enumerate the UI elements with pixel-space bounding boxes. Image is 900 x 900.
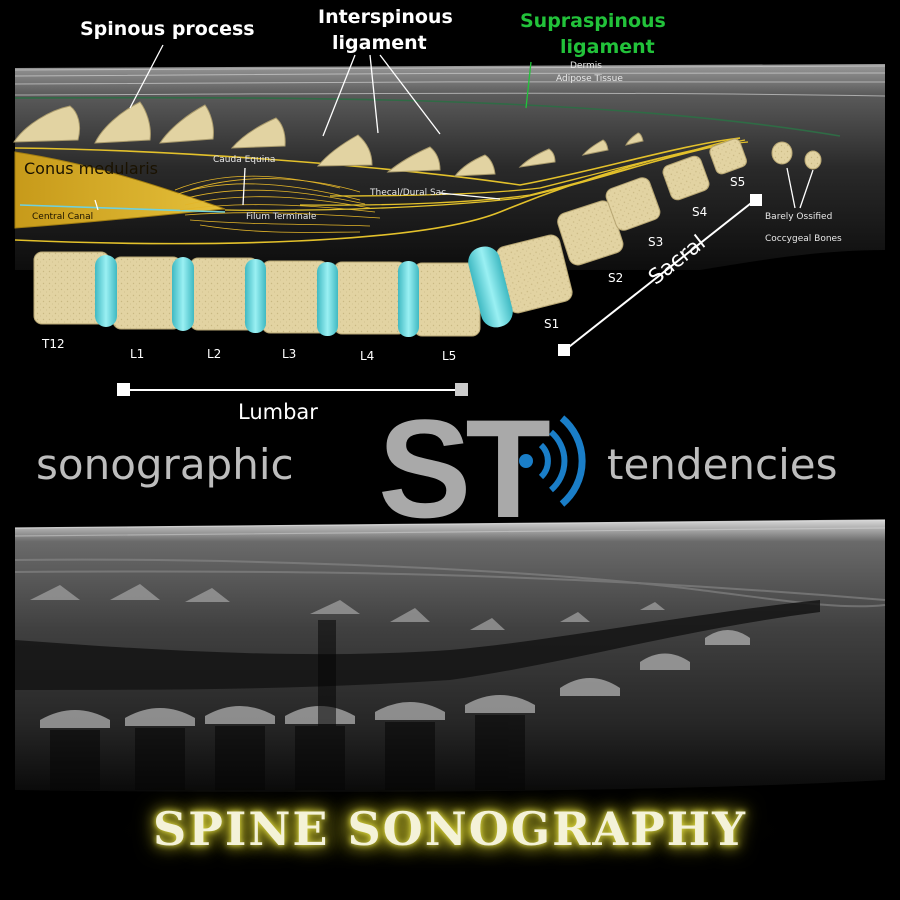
- bracket-ends: [117, 194, 762, 396]
- logo-text: ST: [378, 390, 550, 547]
- label-conus-medullaris: Conus medularis: [24, 159, 158, 178]
- label-supraspinous-line1: Supraspinous: [520, 10, 666, 32]
- label-supraspinous-line2: ligament: [560, 36, 655, 58]
- soft-tissue-layer: [15, 64, 885, 270]
- brand-right-text: tendencies: [607, 440, 838, 489]
- leader-lines: [94, 44, 814, 211]
- vertebra-label-s1: S1: [544, 317, 560, 331]
- label-interspinous-line2: ligament: [332, 32, 427, 54]
- spinous-processes: [13, 101, 644, 177]
- label-filum-terminale: Filum Terminale: [246, 212, 317, 222]
- page-title: SPINE SONOGRAPHY: [153, 802, 747, 856]
- title-glow: [90, 785, 810, 875]
- central-canal-line: [19, 204, 226, 213]
- intervertebral-discs: [95, 246, 513, 337]
- label-cauda-equina: Cauda Equina: [213, 155, 276, 165]
- vertebra-label-s3: S3: [648, 235, 664, 249]
- vertebra-label-l1: L1: [130, 347, 145, 361]
- label-spinous-process: Spinous process: [80, 18, 255, 40]
- label-lumbar-range: Lumbar: [238, 400, 318, 424]
- conus-medullaris-shape: [14, 151, 226, 229]
- label-interspinous-line1: Interspinous: [318, 6, 453, 28]
- label-coccygeal-line1: Barely Ossified: [765, 212, 833, 222]
- brand-left-text: sonographic: [36, 440, 294, 489]
- vertebra-label-s4: S4: [692, 205, 708, 219]
- vertebra-label-s2: S2: [608, 271, 624, 285]
- cauda-equina-fibers: [174, 175, 381, 233]
- label-coccygeal-line2: Coccygeal Bones: [765, 234, 842, 244]
- ultrasound-image: [14, 519, 886, 792]
- filum-terminale: [224, 137, 749, 211]
- label-adipose-tissue: Adipose Tissue: [556, 74, 623, 84]
- vertebra-label-l4: L4: [360, 349, 375, 363]
- vertebra-label-l3: L3: [282, 347, 297, 361]
- vertebra-label-t12: T12: [42, 337, 65, 351]
- label-dermis: Dermis: [570, 61, 602, 71]
- st-logo-icon: ST: [378, 390, 586, 547]
- range-brackets: [125, 199, 756, 391]
- vertebra-label-l2: L2: [207, 347, 222, 361]
- vertebra-label-s5: S5: [730, 175, 746, 189]
- dural-sac-dorsal: [14, 137, 741, 186]
- label-thecal-sac: Thecal/Dural Sac: [370, 188, 447, 198]
- vertebra-label-l5: L5: [442, 349, 457, 363]
- supraspinous-line: [14, 96, 841, 137]
- label-central-canal: Central Canal: [32, 212, 94, 222]
